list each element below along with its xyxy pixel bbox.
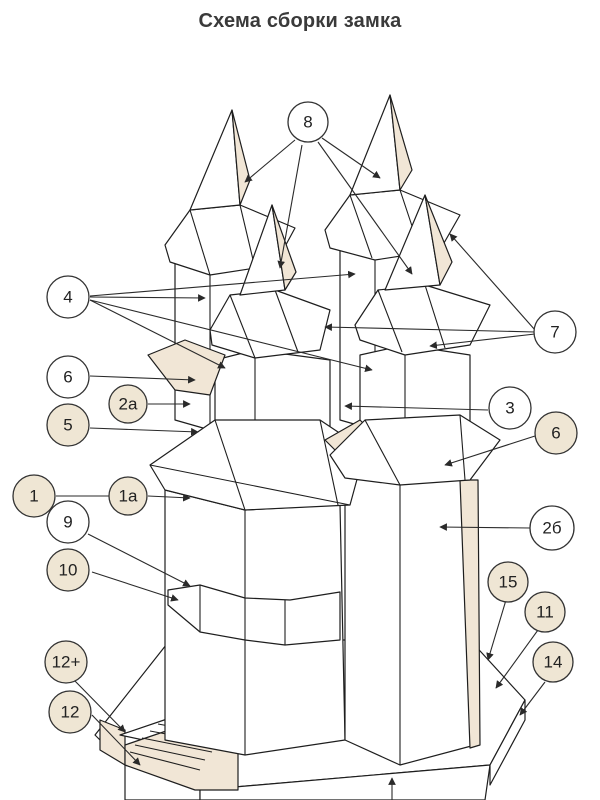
- callout-2b-label: 2б: [542, 519, 561, 538]
- callout-2a: 2a: [108, 384, 148, 424]
- callout-5-label: 5: [63, 416, 72, 435]
- callout-12plus: 12+: [44, 640, 88, 684]
- callout-1: 1: [12, 474, 56, 518]
- callout-15-label: 15: [499, 573, 518, 592]
- callout-8-label: 8: [303, 113, 312, 132]
- callout-7: 7: [533, 310, 577, 354]
- leader-lines: [56, 137, 546, 800]
- left-main-tower: [164, 489, 346, 756]
- callout-4-label: 4: [63, 288, 72, 307]
- callout-1a: 1a: [108, 476, 148, 516]
- callout-14-label: 14: [544, 653, 563, 672]
- callout-2b: 2б: [529, 505, 575, 551]
- callout-12plus-label: 12+: [52, 653, 81, 672]
- callout-2a-label: 2a: [119, 395, 138, 414]
- callout-11-label: 11: [536, 603, 554, 622]
- callout-1-label: 1: [29, 487, 38, 506]
- callout-14: 14: [532, 641, 574, 683]
- callout-15: 15: [487, 561, 529, 603]
- callout-7-label: 7: [550, 323, 559, 342]
- callout-6-right-label: 6: [551, 424, 560, 443]
- callout-1a-label: 1a: [119, 487, 138, 506]
- diagram-title: Схема сборки замка: [198, 10, 402, 32]
- left-upper-tower: [147, 204, 331, 441]
- callout-6-right: 6: [534, 411, 578, 455]
- callout-9: 9: [46, 500, 90, 544]
- callout-9-label: 9: [63, 513, 72, 532]
- callout-12: 12: [48, 690, 92, 734]
- right-roof-belt: [329, 414, 501, 486]
- callout-11: 11: [524, 591, 566, 633]
- callout-3: 3: [488, 386, 532, 430]
- callout-6-left: 6: [46, 355, 90, 399]
- callout-12-label: 12: [61, 703, 80, 722]
- callout-10-label: 10: [59, 561, 78, 580]
- callout-3-label: 3: [505, 399, 514, 418]
- callout-5: 5: [46, 403, 90, 447]
- callout-6-left-label: 6: [63, 368, 72, 387]
- callout-10: 10: [46, 548, 90, 592]
- right-main-tower: [344, 469, 481, 766]
- callout-8: 8: [287, 101, 329, 143]
- callout-4: 4: [46, 275, 90, 319]
